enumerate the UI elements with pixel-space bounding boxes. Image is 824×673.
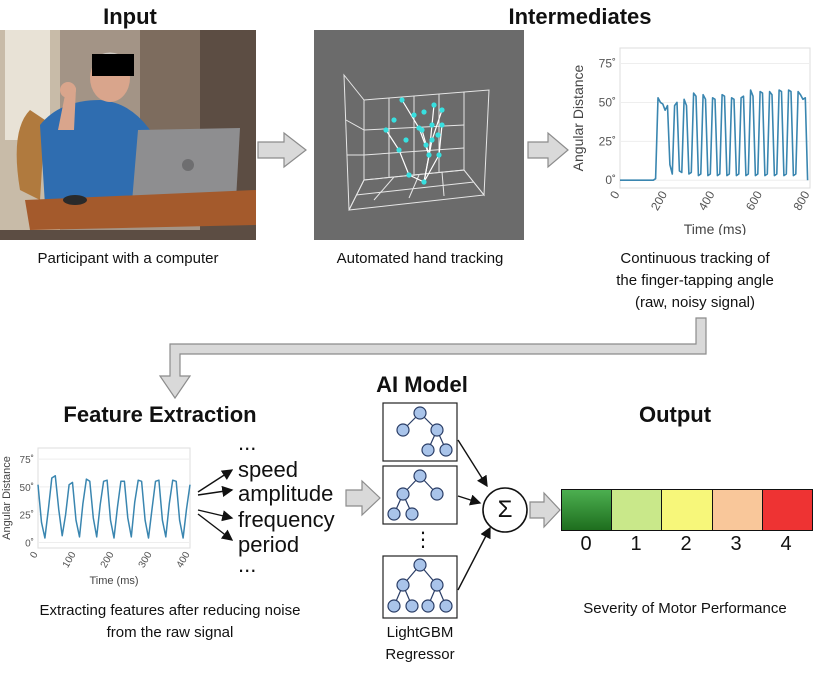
arrow-to-frequency: [197, 509, 234, 522]
model-caption-line2: Regressor: [385, 646, 455, 663]
participant-caption: Participant with a computer: [37, 250, 219, 267]
sum-symbol: Σ: [497, 496, 513, 523]
tracking-caption-line3: (raw, noisy signal): [634, 294, 756, 311]
severity-cell-2: [662, 490, 713, 530]
severity-label-1: 1: [630, 533, 642, 555]
tracking-caption-line2: the finger-tapping angle: [616, 272, 774, 289]
sum-node: [482, 487, 528, 533]
feature-extraction-title: Feature Extraction: [63, 402, 257, 427]
severity-label-3: 3: [730, 533, 742, 555]
hand-tracking-panel: [314, 30, 524, 240]
severity-cell-1: [612, 490, 663, 530]
feature-ellipsis-top: ...: [238, 430, 257, 455]
feature-speed: speed: [238, 457, 298, 482]
arrow-input-to-tracking: [257, 131, 307, 169]
raw-x-axis-label: Time (ms): [684, 221, 746, 235]
severity-cell-3: [712, 490, 763, 530]
smooth-y-axis-label: Angular Distance: [1, 456, 13, 540]
raw-y-tick-label: 0˚: [605, 173, 616, 187]
hand-tracking-caption: Automated hand tracking: [336, 250, 504, 267]
raw-y-tick-label: 25˚: [599, 134, 616, 148]
smooth-y-tick-label: 25˚: [20, 510, 34, 522]
feature-ellipsis-bottom: ...: [238, 552, 257, 577]
model-caption-line1: LightGBM: [386, 624, 454, 641]
arrow-to-period: [197, 513, 234, 541]
severity-label-2: 2: [680, 533, 692, 555]
feature-amplitude: amplitude: [238, 481, 334, 506]
arrow-to-amplitude: [197, 485, 234, 497]
smooth-x-tick-label: 0: [28, 550, 41, 561]
smooth-series-line: [37, 475, 191, 539]
severity-cell-0: [562, 490, 613, 530]
tree-ellipsis: ⋮: [413, 529, 433, 551]
arrow-tree1-to-sum: [457, 439, 488, 488]
arrow-tracking-to-signal: [527, 131, 569, 169]
smooth-y-tick-label: 0˚: [25, 537, 34, 549]
ai-model-title: AI Model: [376, 372, 468, 397]
arrow-signal-to-features: [158, 317, 707, 400]
smooth-x-axis-label: Time (ms): [89, 575, 138, 587]
tracking-caption-line1: Continuous tracking of: [620, 250, 770, 267]
arrow-tree3-to-sum: [457, 526, 491, 591]
raw-series-line: [620, 89, 809, 181]
extract-caption-line2: from the raw signal: [106, 624, 234, 641]
raw-y-tick-label: 75˚: [599, 57, 616, 71]
intermediates-title: Intermediates: [508, 4, 652, 29]
severity-scale: [561, 489, 813, 531]
severity-label-4: 4: [780, 533, 792, 555]
participant-photo: [0, 30, 256, 240]
feature-frequency: frequency: [238, 507, 335, 532]
raw-y-tick-label: 50˚: [599, 95, 616, 109]
tree-1: [396, 406, 453, 457]
face-mask: [92, 54, 134, 76]
smooth-y-tick-label: 50˚: [20, 482, 34, 494]
severity-labels: 0 1 2 3 4: [561, 533, 811, 556]
extract-caption-line1: Extracting features after reducing noise: [39, 602, 301, 619]
raw-y-axis-label: Angular Distance: [570, 64, 586, 171]
tree-2: [387, 469, 444, 521]
severity-cell-4: [762, 490, 813, 530]
input-title: Input: [103, 4, 157, 29]
tree-3: [387, 558, 453, 613]
arrow-sum-to-output: [529, 491, 561, 529]
arrow-features-to-model: [345, 479, 381, 517]
arrow-to-speed: [197, 469, 234, 493]
severity-label-0: 0: [580, 533, 592, 555]
feature-period: period: [238, 532, 300, 557]
smooth-y-tick-label: 75˚: [20, 454, 34, 466]
output-title: Output: [638, 402, 712, 427]
arrow-tree2-to-sum: [457, 494, 482, 506]
severity-caption: Severity of Motor Performance: [583, 600, 787, 617]
